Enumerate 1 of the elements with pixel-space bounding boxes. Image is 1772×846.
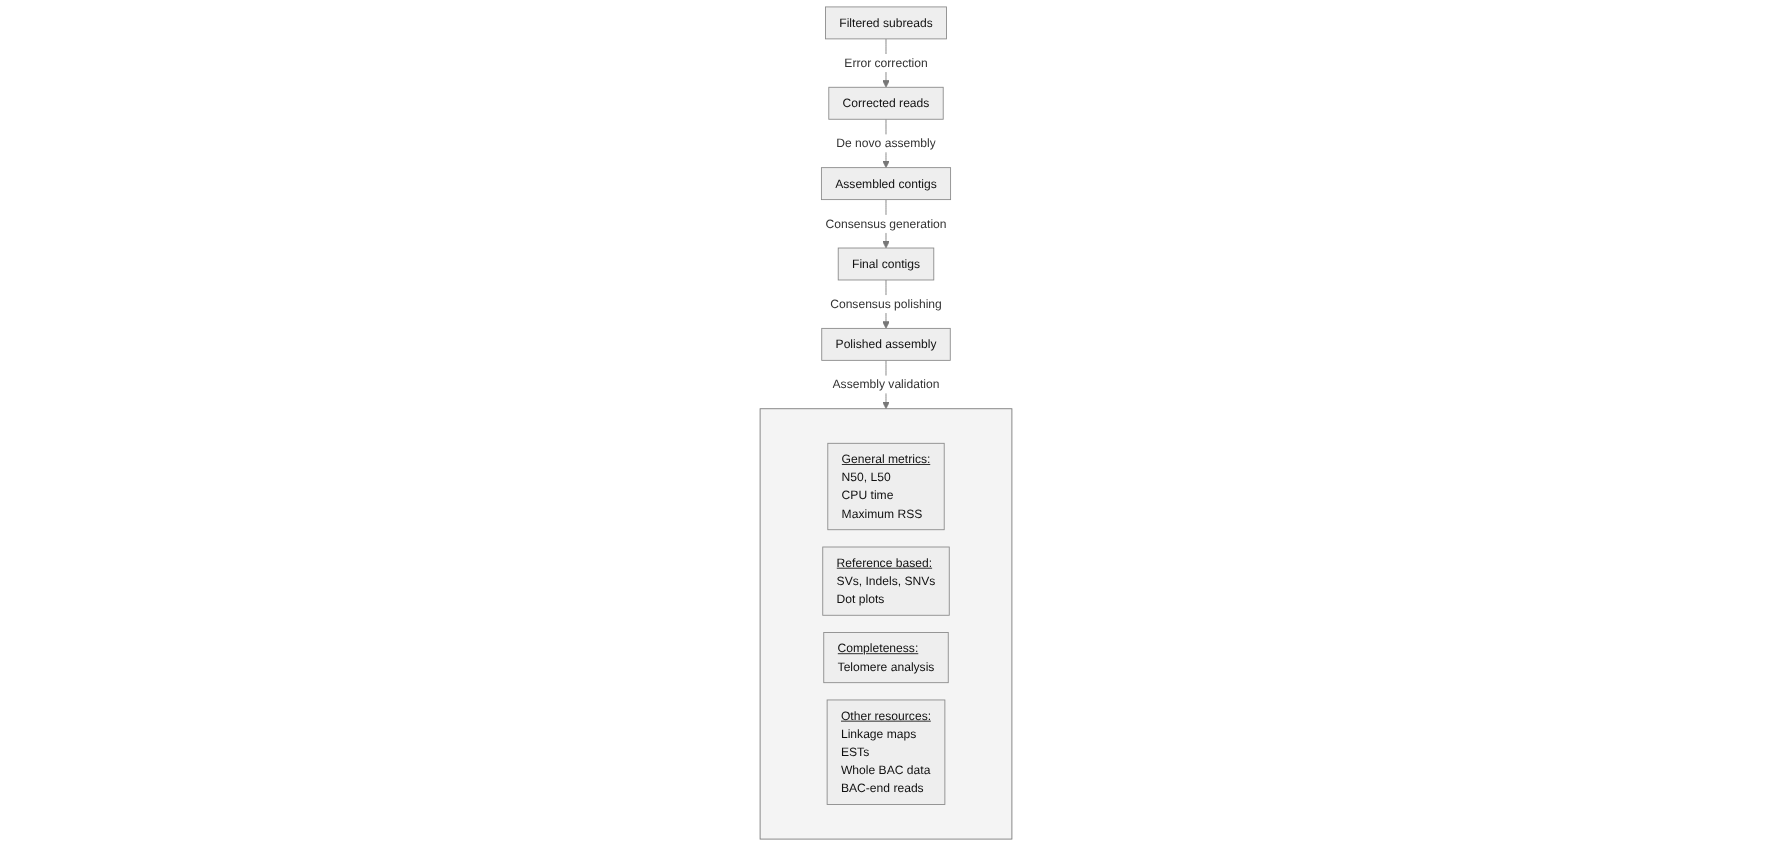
cluster (759, 408, 1013, 840)
